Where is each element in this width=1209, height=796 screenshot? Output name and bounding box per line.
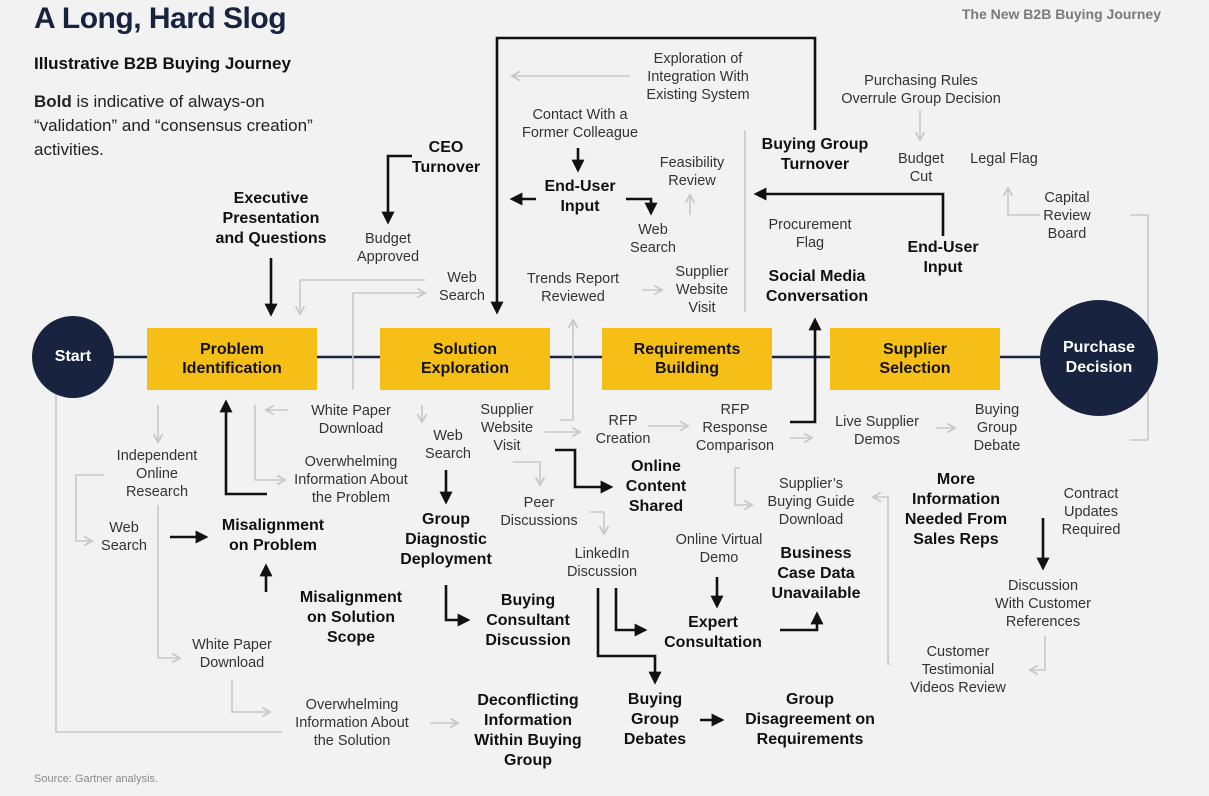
activity-customer-testimonial-videos: Customer Testimonial Videos Review [910, 644, 1006, 696]
activity-buying-consultant-discussion: Buying Consultant Discussion [485, 592, 571, 649]
activity-ceo-turnover: CEO Turnover [411, 139, 481, 176]
activity-supplier-website-visit: Supplier Website Visit [675, 264, 729, 316]
activity-buying-group-turnover: Buying Group Turnover [761, 136, 869, 173]
stage-supplier-selection: Supplier Selection [830, 328, 1000, 390]
activity-buying-group-debates: Buying Group Debates [623, 691, 687, 748]
activity-capital-review-board: Capital Review Board [1043, 190, 1091, 242]
activity-end-user-input: End-User Input [544, 178, 616, 215]
purchase-decision-label: Purchase Decision [1062, 339, 1136, 376]
activity-web-search: Web Search [439, 270, 485, 304]
stage-label: Requirements Building [633, 341, 741, 377]
light-connectors [50, 70, 1149, 733]
activity-trends-report-reviewed: Trends Report Reviewed [526, 271, 620, 305]
activity-linkedin-discussion: LinkedIn Discussion [566, 546, 638, 580]
stage-label: Supplier Selection [879, 341, 951, 377]
start-node: Start [32, 316, 114, 398]
activity-suppliers-buying-guide: Supplier’s Buying Guide Download [767, 476, 855, 528]
activity-more-information-needed: More Information Needed From Sales Reps [904, 471, 1008, 548]
activity-budget-approved: Budget Approved [356, 231, 420, 265]
activity-end-user-input-2: End-User Input [907, 239, 979, 276]
activity-web-search: Web Search [630, 222, 676, 256]
activity-social-media-conversation: Social Media Conversation [765, 268, 869, 305]
activity-rfp-response-comparison: RFP Response Comparison [695, 402, 775, 454]
activity-web-search: Web Search [101, 520, 147, 554]
activity-overwhelming-info-problem: Overwhelming Information About the Probl… [294, 454, 408, 506]
activity-executive-presentation: Executive Presentation and Questions [215, 190, 327, 247]
stage-label: Problem Identification [182, 341, 282, 377]
activity-procurement-flag: Procurement Flag [768, 217, 852, 251]
activity-purchasing-rules: Purchasing Rules Overrule Group Decision [841, 73, 1001, 107]
activity-exploration-of-integration: Exploration of Integration With Existing… [646, 51, 750, 103]
activity-buying-group-debate: Buying Group Debate [973, 402, 1021, 454]
activity-online-virtual-demo: Online Virtual Demo [675, 532, 763, 566]
activity-independent-online-research: Independent Online Research [116, 448, 198, 500]
activity-web-search: Web Search [425, 428, 471, 462]
activity-feasibility-review: Feasibility Review [659, 155, 725, 189]
legend-bold-word: Bold [34, 92, 72, 111]
activity-expert-consultation: Expert Consultation [664, 614, 762, 651]
stage-requirements-building: Requirements Building [602, 328, 772, 390]
activity-contact-former-colleague: Contact With a Former Colleague [521, 107, 639, 141]
bold-connectors [170, 36, 1050, 727]
stage-solution-exploration: Solution Exploration [380, 328, 550, 390]
legend-text: is indicative of always-on “validation” … [34, 92, 313, 159]
activity-rfp-creation: RFP Creation [595, 413, 651, 447]
activity-budget-cut: Budget Cut [898, 151, 944, 185]
activity-white-paper-download: White Paper Download [311, 403, 391, 437]
activity-business-case-data-unavailable: Business Case Data Unavailable [771, 545, 861, 602]
activity-misalignment-on-solution-scope: Misalignment on Solution Scope [299, 589, 403, 646]
activity-white-paper-download: White Paper Download [192, 637, 272, 671]
diagram-subtitle: Illustrative B2B Buying Journey [34, 54, 291, 73]
activity-live-supplier-demos: Live Supplier Demos [835, 414, 919, 448]
report-series-label: The New B2B Buying Journey [961, 6, 1161, 22]
purchase-decision-node: Purchase Decision [1040, 300, 1158, 416]
activity-online-content-shared: Online Content Shared [625, 458, 687, 515]
activity-contract-updates-required: Contract Updates Required [1061, 486, 1121, 538]
stage-label: Solution Exploration [420, 341, 509, 377]
legend-note: Bold is indicative of always-on “validat… [34, 90, 324, 162]
activity-misalignment-on-problem: Misalignment on Problem [221, 517, 325, 554]
activity-group-disagreement: Group Disagreement on Requirements [745, 691, 875, 748]
activity-supplier-website-visit: Supplier Website Visit [480, 402, 534, 454]
activity-group-diagnostic-deployment: Group Diagnostic Deployment [400, 511, 492, 568]
activity-discussion-customer-references: Discussion With Customer References [995, 578, 1091, 630]
stage-problem-identification: Problem Identification [147, 328, 317, 390]
activity-deconflicting-information: Deconflicting Information Within Buying … [474, 692, 582, 769]
activity-overwhelming-info-solution: Overwhelming Information About the Solut… [295, 697, 409, 749]
activity-legal-flag: Legal Flag [970, 151, 1038, 167]
page-title: A Long, Hard Slog [34, 2, 287, 35]
activity-peer-discussions: Peer Discussions [500, 495, 578, 529]
source-note: Source: Gartner analysis. [34, 773, 159, 785]
